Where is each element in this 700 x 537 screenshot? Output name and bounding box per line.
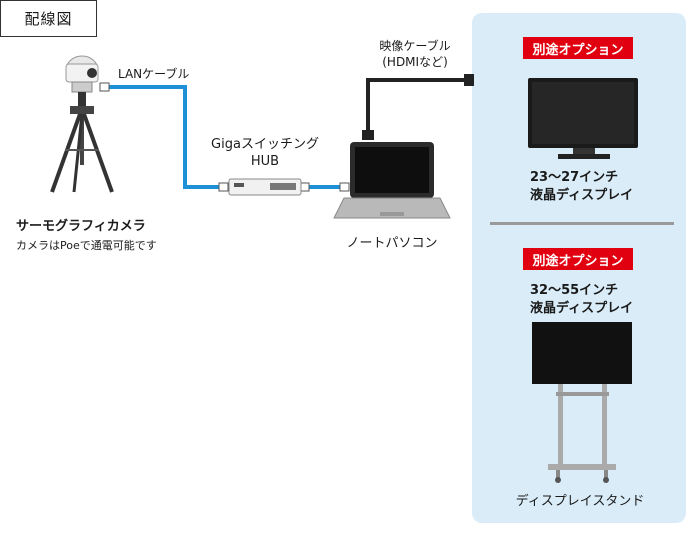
hdmi-connector-laptop <box>362 130 374 140</box>
lan-connector-camera <box>99 82 110 92</box>
thermography-camera-icon <box>50 55 114 193</box>
options-divider <box>490 222 674 225</box>
small-monitor-type: 液晶ディスプレイ <box>530 188 634 203</box>
laptop-label: ノートパソコン <box>346 236 438 251</box>
video-cable-label-line2: (HDMIなど) <box>382 55 448 69</box>
hdmi-connector-monitor <box>464 74 474 86</box>
display-stand-label: ディスプレイスタンド <box>515 494 645 509</box>
large-monitor-type: 液晶ディスプレイ <box>530 301 634 316</box>
large-monitor-size: 32〜55インチ <box>530 283 619 298</box>
camera-note: カメラはPoeで通電可能です <box>16 239 157 252</box>
option-badge-1: 別途オプション <box>523 37 633 59</box>
lan-cable-label: LANケーブル <box>118 67 190 81</box>
switching-hub-icon <box>228 178 302 196</box>
diagram-title: 配線図 <box>0 0 97 37</box>
large-display-stand-icon <box>532 322 632 483</box>
lan-connector-laptop <box>339 182 350 192</box>
small-monitor-icon <box>528 78 638 159</box>
lan-connector-hub-left <box>218 182 229 192</box>
hub-label-line2: HUB <box>250 154 280 169</box>
camera-label: サーモグラフィカメラ <box>16 219 146 234</box>
hdmi-cable <box>366 78 470 133</box>
laptop-icon <box>333 142 451 219</box>
lan-cable-camera-hub <box>107 85 221 189</box>
hub-label-line1: Gigaスイッチング <box>211 137 319 152</box>
small-monitor-size: 23〜27インチ <box>530 170 619 185</box>
video-cable-label-line1: 映像ケーブル <box>379 39 451 53</box>
option-badge-2: 別途オプション <box>523 248 633 270</box>
